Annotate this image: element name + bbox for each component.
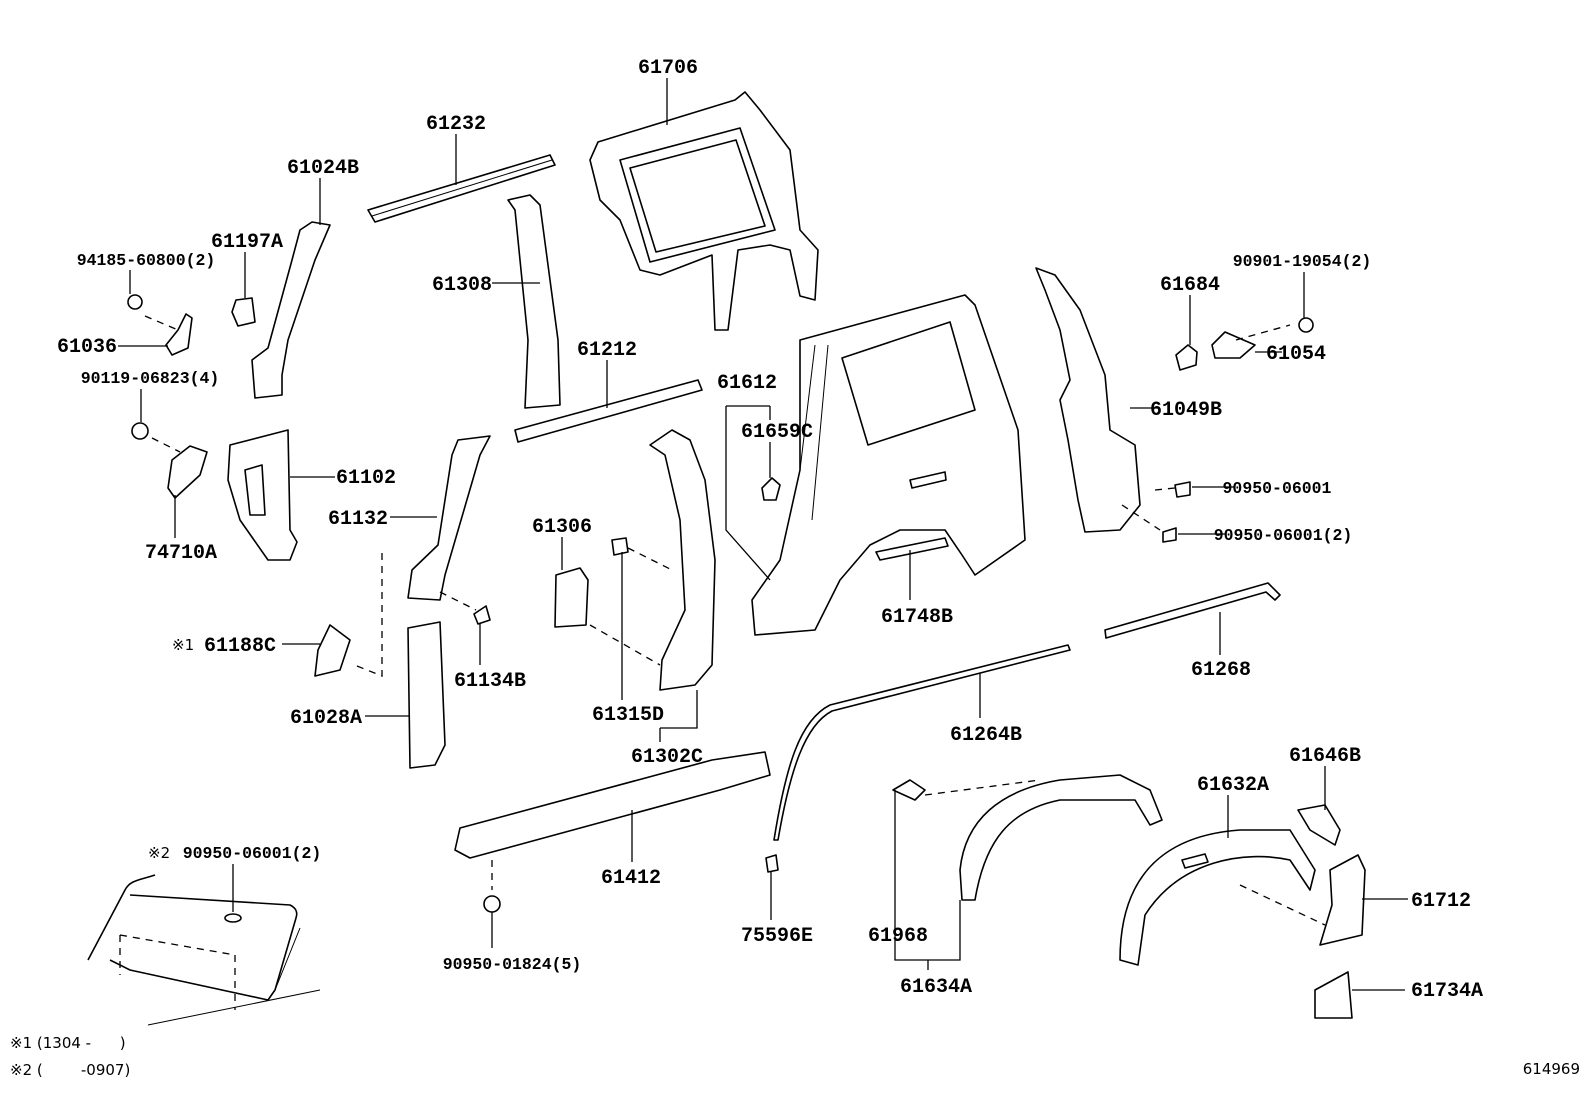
part-61212 (514, 379, 703, 443)
label-61134B: 61134B (454, 670, 526, 693)
part-61706 (589, 91, 819, 331)
label-94185-60800: 94185-60800(2) (77, 251, 216, 270)
label-61659C: 61659C (741, 421, 813, 444)
part-61634A (959, 774, 1163, 901)
part-labels: 61706 61232 61024B 61197A 94185-60800(2)… (57, 57, 1483, 1003)
label-61197A: 61197A (211, 231, 283, 254)
label-61748B: 61748B (881, 606, 953, 629)
label-61268: 61268 (1191, 659, 1251, 682)
part-quarter-outer-panel (751, 294, 1026, 636)
label-61188C: 61188C (204, 635, 276, 658)
footnote-2: ※2 ( -0907) (10, 1061, 130, 1079)
label-61315D: 61315D (592, 704, 664, 727)
label-61264B: 61264B (950, 724, 1022, 747)
label-61049B: 61049B (1150, 399, 1222, 422)
label-75596E: 75596E (741, 925, 813, 948)
label-74710A: 74710A (145, 542, 217, 565)
label-61634A: 61634A (900, 976, 972, 999)
label-61028A: 61028A (290, 707, 362, 730)
part-61049B (1035, 267, 1141, 533)
label-61302C: 61302C (631, 746, 703, 769)
note-mark-1: ※1 (172, 636, 194, 654)
part-61268 (1104, 582, 1281, 639)
part-61264B (773, 644, 1071, 841)
part-61412 (454, 751, 771, 859)
label-61734A: 61734A (1411, 980, 1483, 1003)
label-61632A: 61632A (1197, 774, 1269, 797)
part-drawings (87, 91, 1366, 1026)
label-61212: 61212 (577, 339, 637, 362)
label-90950-06001: 90950-06001 (1223, 479, 1332, 498)
label-90901-19054: 90901-19054(2) (1233, 252, 1372, 271)
label-61706: 61706 (638, 57, 698, 80)
label-61132: 61132 (328, 508, 388, 531)
label-61054: 61054 (1266, 343, 1326, 366)
label-61646B: 61646B (1289, 745, 1361, 768)
part-61308 (507, 194, 561, 409)
label-61306: 61306 (532, 516, 592, 539)
note-mark-2: ※2 (148, 844, 170, 862)
part-61302C (649, 429, 716, 691)
leader-lines (118, 78, 1408, 991)
footnote-1: ※1 (1304 - ) (10, 1034, 126, 1052)
label-61712: 61712 (1411, 890, 1471, 913)
label-61232: 61232 (426, 113, 486, 136)
part-61028A (407, 621, 446, 769)
part-61102 (227, 429, 298, 561)
figure-number: 614969 (1523, 1060, 1580, 1078)
label-61412: 61412 (601, 867, 661, 890)
label-61024B: 61024B (287, 157, 359, 180)
label-61036: 61036 (57, 336, 117, 359)
label-90119-06823: 90119-06823(4) (81, 369, 220, 388)
label-61684: 61684 (1160, 274, 1220, 297)
label-90950-01824: 90950-01824(5) (443, 955, 582, 974)
part-61232 (367, 154, 556, 223)
label-90950-06001-detail: 90950-06001(2) (183, 844, 322, 863)
part-61632A (1119, 829, 1316, 966)
label-61102: 61102 (336, 467, 396, 490)
part-61132 (407, 435, 491, 601)
label-90950-06001-2: 90950-06001(2) (1214, 526, 1353, 545)
part-61024B (251, 221, 331, 399)
label-61308: 61308 (432, 274, 492, 297)
label-61968: 61968 (868, 925, 928, 948)
label-61612: 61612 (717, 372, 777, 395)
